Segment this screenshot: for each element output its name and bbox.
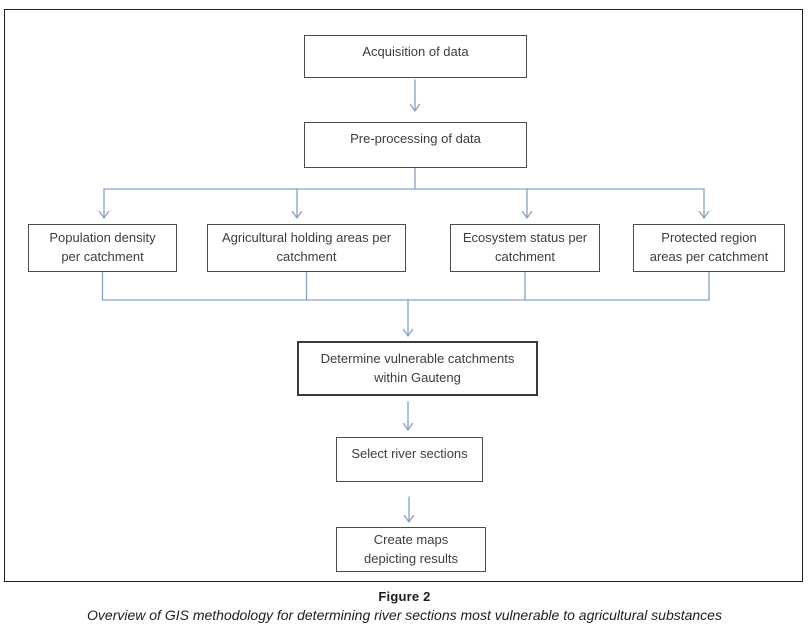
- node-select-river-sections: Select river sections: [336, 437, 483, 482]
- node-determine-vulnerable-catchments: Determine vulnerable catchments within G…: [297, 341, 538, 396]
- figure-border-frame: [4, 9, 803, 582]
- node-population-density: Population density per catchment: [28, 224, 177, 272]
- arrow-down-icon: [402, 401, 414, 431]
- node-acquisition-of-data: Acquisition of data: [304, 35, 527, 78]
- arrow-down-icon: [402, 299, 414, 337]
- arrow-down-icon: [409, 79, 421, 112]
- arrow-down-icon: [98, 188, 110, 219]
- arrow-down-icon: [291, 188, 303, 219]
- arrow-down-icon: [698, 188, 710, 219]
- arrow-down-icon: [521, 188, 533, 219]
- node-create-maps: Create maps depicting results: [336, 527, 486, 572]
- figure-caption-title: Figure 2: [378, 589, 431, 604]
- node-preprocessing-of-data: Pre-processing of data: [304, 122, 527, 168]
- node-protected-region-areas: Protected region areas per catchment: [633, 224, 785, 272]
- arrow-down-icon: [403, 496, 415, 523]
- node-agricultural-holding-areas: Agricultural holding areas per catchment: [207, 224, 406, 272]
- figure-caption-subtitle: Overview of GIS methodology for determin…: [87, 607, 722, 623]
- node-ecosystem-status: Ecosystem status per catchment: [450, 224, 600, 272]
